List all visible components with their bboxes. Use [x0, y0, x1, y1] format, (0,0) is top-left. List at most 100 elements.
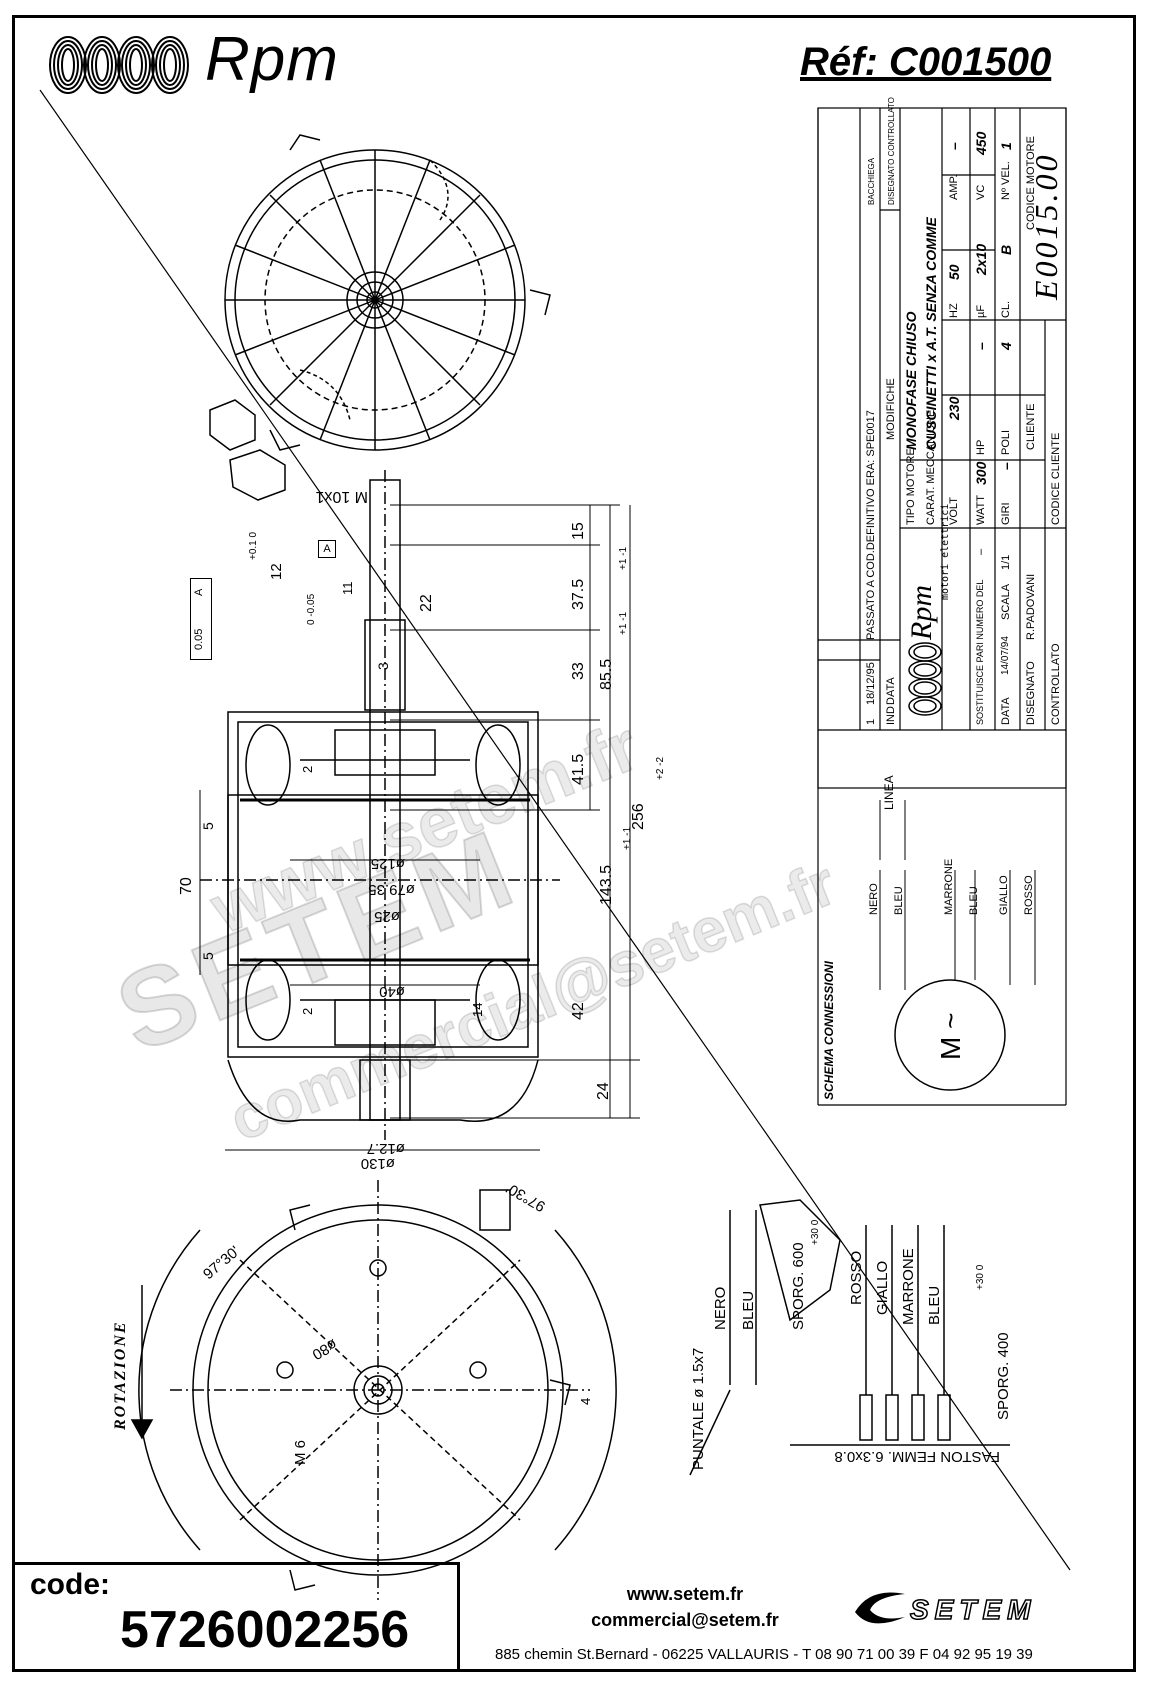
- code-label: code:: [30, 1568, 111, 1601]
- wire-right-1: ROSSO: [848, 1250, 865, 1305]
- tb-hp-label: HP: [975, 439, 987, 455]
- tb-vc: 450: [973, 131, 989, 155]
- tb-bacchiega: BACCHIEGA: [867, 157, 876, 205]
- motor-end-view: [138, 1180, 617, 1600]
- tb-modifiche-label: MODIFICHE: [885, 378, 897, 440]
- dim-33: 33: [570, 662, 587, 680]
- tb-hp: –: [973, 342, 989, 350]
- tb-watt-label: WATT: [975, 495, 987, 525]
- tb-cl-label: CL.: [1000, 300, 1012, 318]
- tb-volt: 230: [946, 396, 962, 420]
- dim-12: 12: [268, 563, 285, 580]
- wire-right-4: BLEU: [926, 1285, 943, 1325]
- footer-email[interactable]: commercial@setem.fr: [591, 1610, 779, 1630]
- tol-shaft: +0.1 0: [248, 531, 259, 560]
- motor-section-view: [200, 470, 560, 1140]
- rpm-logo-mark: [49, 36, 189, 94]
- dim-m6: M 6: [292, 1439, 309, 1465]
- tb-codice-motore: E0015.00: [1028, 152, 1064, 300]
- schema-wire-5: GIALLO: [998, 875, 1010, 915]
- fan-top-view: [224, 134, 551, 451]
- tb-company-logo-mark: [908, 642, 942, 716]
- wire-right-2: GIALLO: [874, 1260, 891, 1315]
- dim-70: 70: [178, 877, 195, 895]
- wiring-detail: [689, 1199, 1010, 1476]
- tb-scala: 1/1: [1000, 554, 1012, 570]
- tb-disegnato-label: DISEGNATO: [1025, 661, 1037, 725]
- tb-disegnato-controllato: DISEGNATO CONTROLLATO: [887, 97, 896, 205]
- dim-37: 37.5: [570, 578, 587, 610]
- tb-mod-date: 18/12/95: [865, 662, 877, 705]
- tb-hz: 50: [946, 264, 962, 280]
- schema-wire-6: ROSSO: [1023, 875, 1035, 915]
- dim-5a: 5: [200, 822, 216, 830]
- schema-wire-3: MARRONE: [943, 858, 955, 915]
- faston-label: FASTON FEMM. 6.3x0.8: [834, 1448, 1000, 1465]
- dim-m10: M 10x1: [315, 488, 368, 505]
- tb-uf: 2x10: [973, 243, 989, 275]
- rotation-label: ROTAZIONE: [112, 1320, 129, 1430]
- tb-vc-label: VC: [975, 184, 987, 200]
- tb-company-sub: motori elettrici: [940, 503, 951, 600]
- schema-title: SCHEMA CONNESSIONI: [822, 961, 836, 1100]
- tb-motor-type-label: TIPO MOTORE: [905, 448, 917, 525]
- puntale-label: PUNTALE ø 1.5x7: [690, 1347, 707, 1470]
- title-block-grid: [817, 107, 1067, 1106]
- dim-143: 143.5: [598, 864, 615, 905]
- motor-symbol-circle: [894, 979, 1006, 1091]
- tolerance-datum: A: [193, 588, 205, 596]
- schema-motor-symbol: M ~: [935, 1012, 966, 1060]
- dim-22: 22: [418, 594, 435, 612]
- tb-mod-ind: 1: [865, 718, 877, 725]
- footer-website[interactable]: www.setem.fr: [626, 1584, 744, 1604]
- tb-scala-label: SCALA: [1000, 583, 1012, 620]
- dim-24: 24: [595, 1082, 612, 1100]
- tb-controllato-label: CONTROLLATO: [1050, 643, 1062, 726]
- diagonal-line: [39, 89, 1071, 1571]
- dim-11: 11: [340, 581, 355, 596]
- tb-uf-label: µF: [975, 304, 987, 318]
- tb-cliente-label: CLIENTE: [1025, 403, 1037, 450]
- schema-wire-2: BLEU: [893, 886, 905, 915]
- dim-o130: ø130: [360, 1155, 395, 1172]
- dim-2a: 2: [300, 765, 315, 773]
- tb-data-label: DATA: [885, 677, 897, 705]
- tb-mech-value: CUSCINETTI x A.T. SENZA COMME: [923, 217, 939, 450]
- tb-poli-label: POLI: [1000, 429, 1012, 455]
- tol-85: +1 -1: [618, 611, 629, 635]
- tb-amp-label: AMP.: [948, 174, 960, 200]
- datum-a-marker: A: [318, 540, 336, 558]
- tb-giri-label: GIRI: [1000, 502, 1012, 525]
- dim-3: 3: [375, 662, 391, 670]
- tb-vel: 1: [998, 142, 1014, 150]
- tb-company-name: Rpm: [905, 585, 938, 640]
- sporg-right: SPORG. 400: [995, 1332, 1012, 1420]
- setem-swirl-icon: [855, 1592, 905, 1624]
- code-value: 5726002256: [120, 1601, 410, 1659]
- wire-left-2: BLEU: [740, 1290, 757, 1330]
- tol-143: +1 -1: [622, 826, 633, 850]
- tb-vel-label: Nº VEL.: [1000, 161, 1012, 200]
- footer-address: 885 chemin St.Bernard - 06225 VALLAURIS …: [495, 1646, 1033, 1663]
- dim-4: 4: [578, 1397, 593, 1405]
- tb-hz-label: HZ: [948, 303, 960, 318]
- tb-giri: –: [998, 462, 1014, 470]
- dim-15: 15: [570, 522, 587, 540]
- tb-poli: 4: [998, 342, 1014, 350]
- tol-small: 0 -0.05: [306, 593, 317, 625]
- wire-right-3: MARRONE: [900, 1248, 917, 1325]
- tb-disegnato: R.PADOVANI: [1025, 573, 1037, 640]
- schema-linea: LINEA: [882, 775, 896, 810]
- tb-codice-cliente-label: CODICE CLIENTE: [1050, 432, 1062, 525]
- tolerance-frame: [190, 578, 212, 660]
- sporg-left-tol: +30 0: [810, 1219, 821, 1245]
- tb-amp: –: [946, 142, 962, 150]
- sporg-right-tol: +30 0: [975, 1264, 986, 1290]
- tb-mod-note: PASSATO A COD.DEFINITIVO ERA: SPE0017: [865, 410, 877, 640]
- tolerance-value: 0.05: [193, 628, 205, 650]
- schema-wire-4: BLEU: [968, 886, 980, 915]
- tb-motor-type: MONOFASE CHIUSO: [903, 311, 919, 450]
- tol-256: +2 -2: [655, 756, 666, 780]
- code-box: [12, 1562, 460, 1672]
